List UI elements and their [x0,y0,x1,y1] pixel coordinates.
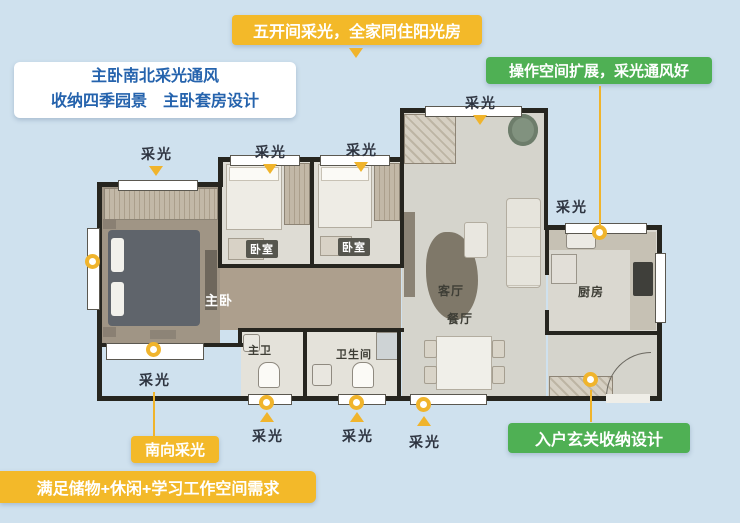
room-label-master-bath: 主卫 [248,345,272,357]
wall-segment [544,108,548,230]
wall-segment [238,328,242,347]
arrow-down-icon [263,164,277,174]
arrow-down-icon [354,162,368,172]
callout-master-suite: 主卧南北采光通风 收纳四季园景 主卧套房设计 [14,62,296,118]
bedroom-a-wardrobe [284,163,310,225]
light-label: 采光 [346,142,378,158]
wall-segment [545,331,662,335]
callout-entry-storage: 入户玄关收纳设计 [508,423,690,453]
light-dot [85,254,100,269]
light-label: 采光 [141,146,173,162]
hallway-floor [220,266,401,330]
room-label-bathroom: 卫生间 [336,349,372,361]
bed-bench [150,330,176,339]
light-label: 采光 [139,372,171,388]
light-dot [416,397,431,412]
wall-segment [218,182,222,268]
bedroom-b-wardrobe [374,163,400,221]
window [655,253,666,323]
plant-icon [508,114,538,146]
bathroom-toilet [352,362,374,388]
light-label: 采光 [556,199,588,215]
wall-segment [238,328,404,332]
wall-segment [310,157,314,268]
pillow [111,238,124,272]
light-label: 采光 [252,428,284,444]
window [410,394,487,405]
master-dresser [205,250,217,310]
entry-shoe-cabinet [549,376,613,397]
arrow-down-icon [349,48,363,58]
callout-kitchen-space: 操作空间扩展，采光通风好 [486,57,712,84]
callout-kitchen-space-label: 操作空间扩展，采光通风好 [508,63,689,80]
wall-segment [400,108,404,268]
callout-storage-need: 满足储物+休闲+学习工作空间需求 [0,471,316,503]
light-label: 采光 [255,144,287,160]
dining-chair [424,340,437,358]
light-dot [146,342,161,357]
arrow-down-icon [473,115,487,125]
callout-master-suite-line2: 收纳四季园景 主卧套房设计 [50,93,259,110]
master-bath-sink [243,334,260,352]
connector-line [599,86,601,232]
coffee-table [464,222,488,258]
entry-door-opening [606,394,650,403]
callout-entry-storage-label: 入户玄关收纳设计 [534,432,663,449]
callout-master-suite-line1: 主卧南北采光通风 [90,68,219,86]
callout-five-bay-light: 五开间采光，全家同住阳光房 [232,15,482,45]
arrow-up-icon [417,416,431,426]
wall-segment [218,157,223,187]
arrow-down-icon [149,166,163,176]
pillow [111,282,124,316]
sofa [506,198,541,288]
callout-five-bay-light-label: 五开间采光，全家同住阳光房 [252,24,461,41]
light-dot [583,372,598,387]
connector-line [590,390,592,422]
light-label: 采光 [342,428,374,444]
connector-line [153,392,155,436]
wall-segment [397,328,401,401]
master-bath-toilet [258,362,280,388]
wall-segment [545,310,549,335]
room-label-kitchen: 厨房 [578,285,605,299]
shower [376,332,398,360]
window [118,180,198,191]
room-label-bedroom-b: 卧室 [338,238,370,256]
light-dot [259,395,274,410]
callout-storage-need-label: 满足储物+休闲+学习工作空间需求 [36,481,280,498]
room-label-dining: 餐厅 [447,312,474,326]
arrow-up-icon [260,412,274,422]
callout-south-light: 南向采光 [131,436,219,463]
room-label-bedroom-a: 卧室 [246,240,278,258]
nightstand [103,219,116,229]
tv-cabinet [404,212,415,297]
sunroom-cabinet [404,114,456,164]
room-label-master: 主卧 [205,293,234,308]
arrow-up-icon [350,412,364,422]
sink [566,233,596,249]
nightstand [103,327,116,337]
wall-segment [545,230,549,275]
fridge [551,254,577,284]
master-wardrobe [104,188,218,220]
dining-chair [492,340,505,358]
callout-south-light-label: 南向采光 [144,442,205,459]
wall-segment [303,328,307,398]
light-label: 采光 [409,434,441,450]
bay-window-west [87,228,100,310]
dining-chair [492,366,505,384]
dining-table [436,336,492,390]
light-label: 采光 [465,95,497,111]
room-label-living: 客厅 [438,284,465,298]
light-dot [592,225,607,240]
dining-chair [424,366,437,384]
light-dot [349,395,364,410]
stove [633,262,653,296]
bathroom-sink [312,364,332,386]
